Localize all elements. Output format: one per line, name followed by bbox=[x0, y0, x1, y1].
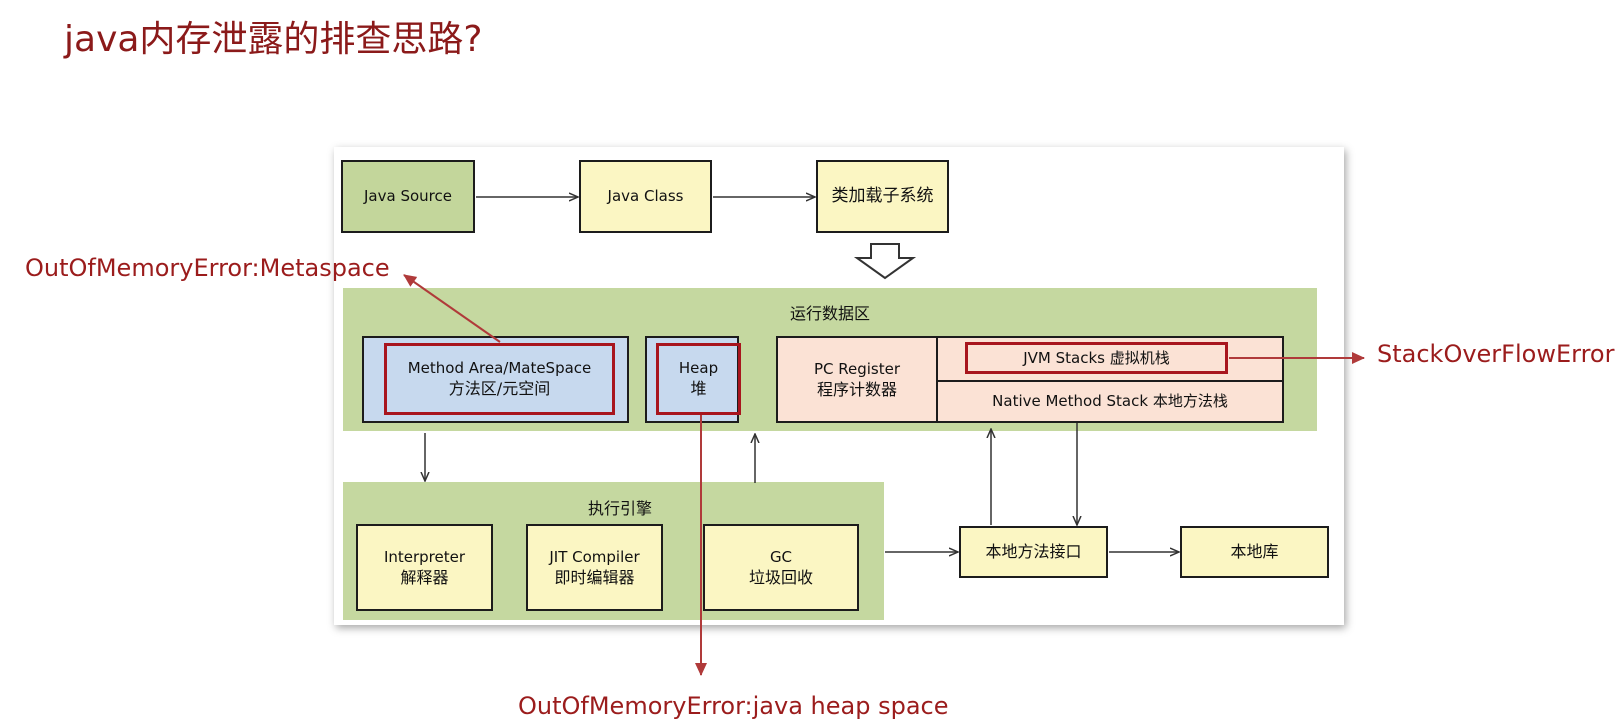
runtime-data-area-label: 运行数据区 bbox=[789, 304, 870, 323]
method-area-box bbox=[362, 336, 629, 423]
heap-label-en: Heap bbox=[678, 359, 719, 378]
method-area-label-en: Method Area/MateSpace bbox=[407, 359, 592, 378]
native-library-label: 本地库 bbox=[1230, 542, 1279, 562]
native-method-stack-box: Native Method Stack 本地方法栈 bbox=[936, 380, 1284, 423]
heap-highlight: Heap 堆 bbox=[656, 343, 741, 415]
gc-label-en: GC bbox=[769, 547, 793, 566]
jvm-stacks-highlight: JVM Stacks 虚拟机栈 bbox=[965, 342, 1228, 374]
interpreter-box: Interpreter 解释器 bbox=[356, 524, 493, 611]
pc-register-label-cn: 程序计数器 bbox=[816, 379, 897, 399]
jvm-stacks-label: JVM Stacks 虚拟机栈 bbox=[1023, 348, 1170, 367]
interpreter-label-en: Interpreter bbox=[383, 547, 466, 566]
page-title: java内存泄露的排查思路? bbox=[64, 19, 483, 60]
pc-register-label-en: PC Register bbox=[813, 359, 901, 378]
native-interface-label: 本地方法接口 bbox=[985, 542, 1082, 562]
load-into-runtime-arrow bbox=[853, 243, 917, 280]
native-method-stack-label: Native Method Stack 本地方法栈 bbox=[992, 392, 1228, 411]
engine-arrows bbox=[425, 423, 1179, 552]
pc-register-box: PC Register 程序计数器 bbox=[776, 336, 938, 423]
heap-space-error-label: OutOfMemoryError:java heap space bbox=[518, 692, 949, 720]
java-class-label: Java Class bbox=[607, 187, 684, 206]
jit-compiler-label-en: JIT Compiler bbox=[549, 547, 640, 566]
heap-label-cn: 堆 bbox=[690, 379, 707, 399]
class-loader-label: 类加载子系统 bbox=[831, 186, 934, 207]
class-loader-box: 类加载子系统 bbox=[816, 160, 949, 233]
gc-box: GC 垃圾回收 bbox=[703, 524, 859, 611]
method-area-label-cn: 方法区/元空间 bbox=[448, 379, 551, 399]
method-area-highlight: Method Area/MateSpace 方法区/元空间 bbox=[384, 343, 615, 415]
java-source-box: Java Source bbox=[341, 160, 475, 233]
stack-overflow-error-label: StackOverFlowError bbox=[1377, 340, 1615, 368]
gc-label-cn: 垃圾回收 bbox=[748, 567, 813, 587]
metaspace-error-label: OutOfMemoryError:Metaspace bbox=[25, 254, 390, 282]
native-library-box: 本地库 bbox=[1180, 526, 1329, 578]
error-pointers bbox=[403, 274, 1365, 676]
execution-engine-label: 执行引擎 bbox=[587, 499, 652, 518]
native-interface-box: 本地方法接口 bbox=[959, 526, 1108, 578]
interpreter-label-cn: 解释器 bbox=[400, 567, 449, 587]
java-class-box: Java Class bbox=[579, 160, 712, 233]
java-source-label: Java Source bbox=[364, 187, 452, 206]
jit-compiler-box: JIT Compiler 即时编辑器 bbox=[526, 524, 663, 611]
jit-compiler-label-cn: 即时编辑器 bbox=[554, 567, 635, 587]
